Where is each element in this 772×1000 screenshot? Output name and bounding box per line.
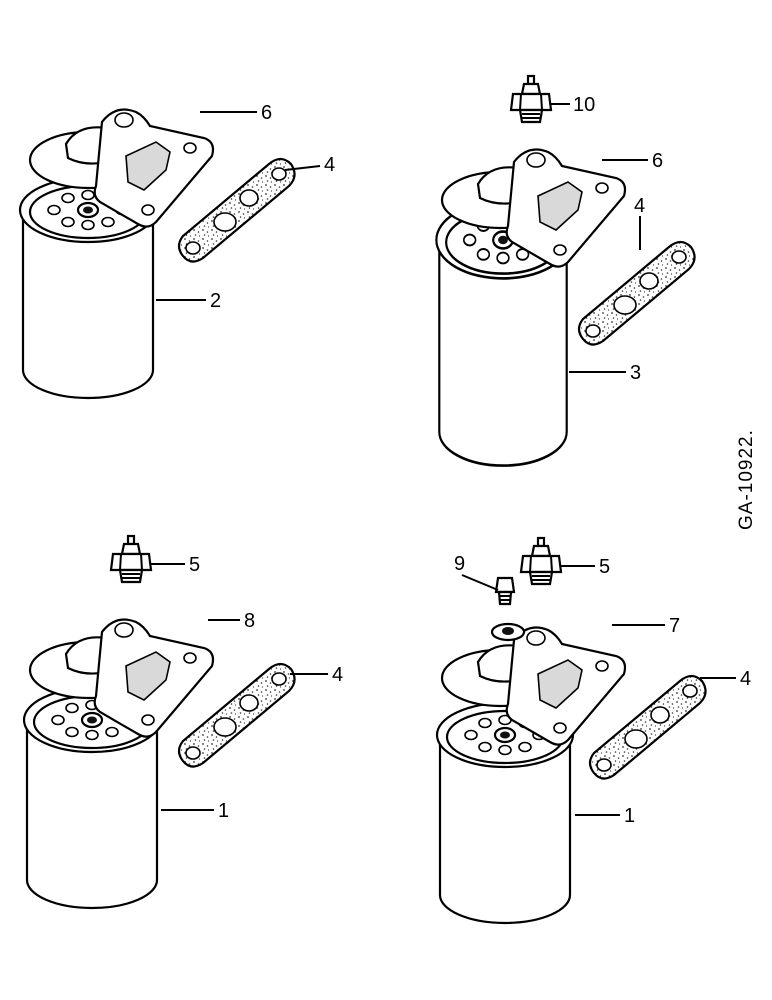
- assembly-bottom-left: 5 8 4 1: [22, 534, 343, 910]
- callout-4: 4: [740, 668, 751, 690]
- callout-4: 4: [634, 195, 645, 217]
- callout-6: 6: [261, 102, 272, 124]
- callout-5: 5: [599, 556, 610, 578]
- callout-9: 9: [454, 553, 465, 575]
- assembly-top-right: 10 6 4 3: [435, 74, 696, 467]
- callout-1: 1: [218, 800, 229, 822]
- plug: [494, 576, 516, 606]
- pressure-switch: [519, 536, 563, 586]
- callout-6: 6: [652, 150, 663, 172]
- assembly-top-left: 6 4 2: [18, 102, 335, 400]
- pressure-switch: [109, 534, 153, 584]
- assembly-bottom-right: 9 5 7 4 1: [435, 536, 751, 925]
- callout-10: 10: [573, 94, 595, 116]
- gasket: [577, 240, 696, 346]
- callout-5: 5: [189, 554, 200, 576]
- callout-3: 3: [630, 362, 641, 384]
- callout-1: 1: [624, 805, 635, 827]
- callout-4: 4: [332, 664, 343, 686]
- callout-8: 8: [244, 610, 255, 632]
- drawing-reference: GA-10922.: [736, 429, 757, 530]
- callout-4: 4: [324, 154, 335, 176]
- callout-2: 2: [210, 290, 221, 312]
- pressure-switch: [509, 74, 553, 124]
- callout-7: 7: [669, 615, 680, 637]
